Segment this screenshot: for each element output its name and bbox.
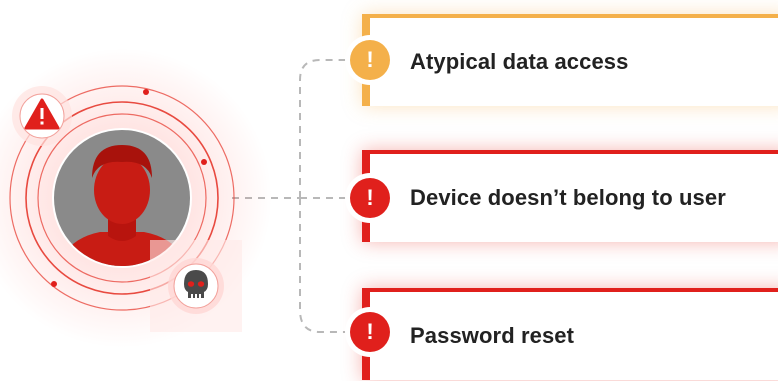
skull-icon	[184, 270, 208, 298]
connector-to-alert-3	[299, 198, 350, 333]
alert-card-password-reset[interactable]: Password reset	[362, 288, 778, 380]
exclamation-icon: !	[350, 312, 390, 352]
alert-card-atypical-data-access[interactable]: Atypical data access	[362, 14, 778, 106]
exclamation-icon: !	[350, 40, 390, 80]
risk-rings	[9, 85, 235, 311]
connector-to-alert-1	[299, 59, 350, 198]
warning-badge	[12, 86, 72, 146]
alert-label: Atypical data access	[410, 49, 629, 74]
exclamation-icon: !	[350, 178, 390, 218]
threat-badge	[150, 240, 242, 332]
alert-card-device-not-user[interactable]: Device doesn’t belong to user	[362, 150, 778, 242]
connector-lines	[232, 59, 350, 333]
alert-label: Device doesn’t belong to user	[410, 185, 726, 210]
alert-label: Password reset	[410, 323, 575, 348]
